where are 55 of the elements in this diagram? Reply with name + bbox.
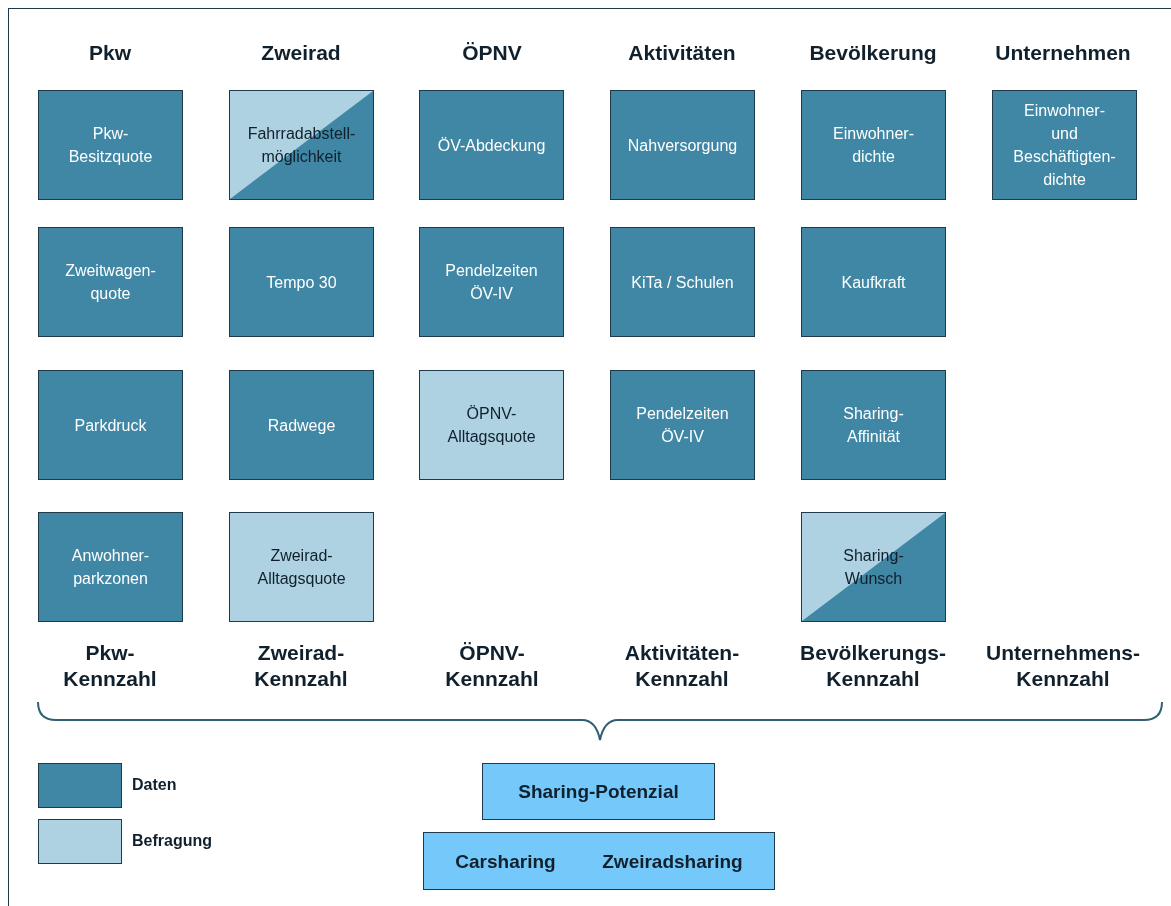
indicator-box [419, 370, 564, 480]
indicator-box [801, 370, 946, 480]
indicator-box [992, 90, 1137, 200]
indicator-label: Tempo 30 [266, 272, 337, 293]
indicator-box [38, 512, 183, 622]
indicator-total-label: Aktivitäten- Kennzahl [624, 640, 740, 692]
indicator-box [610, 90, 755, 200]
result-box [482, 763, 715, 820]
indicator-label: KiTa / Schulen [631, 272, 734, 293]
indicator-label: Parkdruck [74, 415, 147, 436]
indicator-box [801, 90, 946, 200]
indicator-total-label: Bevölkerungs- Kennzahl [800, 640, 946, 692]
indicator-label: ÖPNV- Alltagsquote [446, 404, 537, 447]
column-heading: Bevölkerung [809, 40, 937, 66]
result-box [423, 832, 775, 890]
indicator-label: Nahversorgung [627, 135, 738, 156]
indicator-label: Einwohner- und Beschäftigten- dichte [1012, 101, 1117, 190]
indicator-box [610, 227, 755, 337]
indicator-label: ÖV-Abdeckung [437, 135, 546, 156]
column-heading: Zweirad [261, 40, 341, 66]
column-heading: ÖPNV [462, 40, 522, 66]
indicator-box [38, 370, 183, 480]
indicator-box [419, 90, 564, 200]
indicator-label: Pendelzeiten ÖV-IV [444, 261, 539, 304]
indicator-total-label: Pkw- Kennzahl [63, 640, 157, 692]
legend-label: Daten [132, 775, 177, 795]
indicator-total-label: ÖPNV- Kennzahl [445, 640, 539, 692]
indicator-box [229, 227, 374, 337]
indicator-label: Pkw- Besitzquote [67, 124, 154, 167]
indicator-label: Anwohner- parkzonen [70, 546, 151, 589]
result-label: Carsharing [455, 849, 556, 873]
indicator-box [229, 90, 374, 200]
indicator-box [801, 227, 946, 337]
column-heading: Pkw [89, 40, 131, 66]
indicator-box [801, 512, 946, 622]
indicator-label: Kaufkraft [841, 272, 906, 293]
indicator-total-label: Zweirad- Kennzahl [254, 640, 348, 692]
indicator-label: Zweitwagen- quote [64, 261, 157, 304]
indicator-label: Einwohner- dichte [832, 124, 915, 167]
indicator-label: Pendelzeiten ÖV-IV [635, 404, 730, 447]
result-label: Zweiradsharing [602, 849, 743, 873]
indicator-label: Radwege [267, 415, 336, 436]
indicator-box [38, 90, 183, 200]
indicator-label: Zweirad- Alltagsquote [256, 546, 347, 589]
indicator-box [38, 227, 183, 337]
indicator-label: Sharing- Affinität [842, 404, 905, 447]
indicator-box [419, 227, 564, 337]
indicator-total-label: Unternehmens- Kennzahl [986, 640, 1140, 692]
indicator-box [229, 370, 374, 480]
result-label: Sharing-Potenzial [518, 780, 679, 803]
column-heading: Unternehmen [995, 40, 1131, 66]
legend-label: Befragung [132, 831, 212, 851]
indicator-box [610, 370, 755, 480]
column-heading: Aktivitäten [628, 40, 736, 66]
indicator-box [229, 512, 374, 622]
